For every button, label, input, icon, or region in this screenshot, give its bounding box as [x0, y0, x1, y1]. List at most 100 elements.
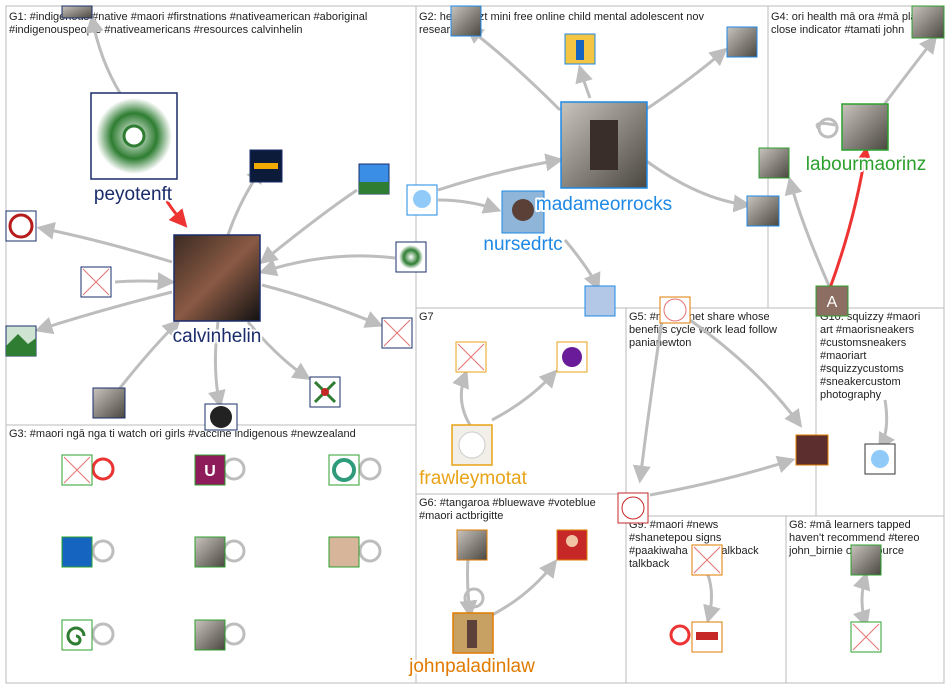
edge [649, 455, 796, 497]
group-label-g8-line3: john_birnie ori resource [788, 545, 904, 557]
node-g1-two-men[interactable] [92, 387, 126, 419]
node-g3-man[interactable] [194, 536, 226, 568]
node-g3-man-2[interactable] [194, 619, 226, 651]
group-label-g9-line1: G9: #maori #news [629, 519, 719, 531]
group-label-g10-line4: #maoriart [820, 350, 866, 362]
node-calvinhelin[interactable] [173, 234, 261, 322]
node-nursedrtc[interactable] [501, 190, 545, 234]
nodes: A U [5, 5, 945, 654]
node-g2-cartoon[interactable] [564, 33, 596, 65]
node-frawleymotat[interactable] [451, 424, 493, 466]
edge [85, 14, 122, 94]
node-labourmaorinz[interactable] [841, 103, 889, 151]
node-g3-koru[interactable] [61, 619, 93, 651]
node-g3-blue-swirl[interactable] [61, 536, 93, 568]
node-g1-badge-left[interactable] [5, 210, 37, 242]
node-g8-broken[interactable] [850, 621, 882, 653]
group-label-g5-line3: panianewton [629, 337, 691, 349]
group-label-g9-line2: #shanetepou signs [629, 532, 722, 544]
node-g2-top-photo[interactable] [450, 5, 482, 37]
group-label-g10-line6: #sneakercustom [820, 376, 901, 388]
edge [246, 321, 312, 380]
node-g1-emblem[interactable] [309, 376, 341, 408]
node-g1-round-badge[interactable] [204, 403, 238, 431]
group-label-g10-line7: photography [820, 389, 882, 401]
edge [644, 47, 728, 112]
node-g2-street-photo[interactable] [746, 195, 780, 227]
label-madameorrocks: madameorrocks [536, 194, 672, 215]
label-calvinhelin: calvinhelin [173, 326, 262, 347]
edge [644, 158, 752, 213]
node-g3-ring-logo[interactable] [328, 454, 360, 486]
node-g7-logo[interactable] [556, 341, 588, 373]
edge [878, 35, 938, 111]
edge-red [161, 194, 188, 228]
edge-red [828, 146, 873, 289]
group-label-g8-line1: G8: #mā learners tapped [789, 519, 911, 531]
edge [261, 283, 384, 328]
node-broken-image-1[interactable] [80, 266, 112, 298]
group-label-g2-line1: G2: health nzt mini free online child me… [419, 11, 704, 23]
node-g2-man-portrait[interactable] [726, 26, 758, 58]
label-nursedrtc: nursedrtc [483, 234, 562, 255]
edge [491, 369, 558, 422]
edge [689, 318, 803, 428]
edge [465, 25, 562, 112]
node-g4-top-right[interactable] [911, 5, 945, 39]
node-madameorrocks[interactable] [560, 101, 648, 189]
node-g10-letter-a-text: A [827, 294, 838, 311]
node-g4-suited-man[interactable] [758, 147, 790, 179]
node-johnpaladinlaw[interactable] [452, 612, 494, 654]
label-peyotenft: peyotenft [94, 184, 173, 205]
node-g7-broken[interactable] [455, 341, 487, 373]
node-g6-woman[interactable] [556, 529, 588, 561]
group-label-g9-line4: talkback [629, 558, 670, 570]
group-label-g4-line2: close indicator #tamati john [771, 24, 904, 36]
node-broken-image-2[interactable] [381, 317, 413, 349]
label-johnpaladinlaw: johnpaladinlaw [408, 656, 535, 677]
node-g1-lake[interactable] [5, 325, 37, 357]
node-g5-mist-photo[interactable] [795, 434, 829, 466]
node-g1-top-photo[interactable] [61, 5, 93, 19]
group-label-g3-line1: G3: #maori ngā nga ti watch ori girls #v… [9, 428, 356, 440]
node-g5-circle-logo[interactable] [659, 296, 691, 324]
edge [34, 290, 173, 335]
node-g10-letter-a[interactable]: A [815, 285, 849, 317]
red-edges [161, 146, 873, 289]
edge [853, 571, 871, 629]
self-loops-red [91, 457, 691, 646]
edge [575, 64, 593, 99]
group-label-g10-line3: #customsneakers [820, 337, 907, 349]
node-forum-logo[interactable] [249, 149, 283, 183]
group-label-g5-line1: G5: #mā planet share whose [629, 311, 770, 323]
node-g6-man[interactable] [456, 529, 488, 561]
node-labels: peyotenft calvinhelin madameorrocks nurs… [92, 152, 928, 679]
edge [36, 221, 173, 264]
group-label-g6-line1: G6: #tangaroa #bluewave #voteblue [419, 497, 596, 509]
edge [878, 399, 895, 452]
node-g9-broken[interactable] [691, 544, 723, 576]
node-g10-robot[interactable] [864, 443, 896, 475]
node-g2-kid[interactable] [584, 285, 616, 317]
edge [437, 153, 564, 192]
group-label-g10-line2: art #maorisneakers [820, 324, 915, 336]
node-g3-u-logo[interactable]: U [194, 454, 226, 486]
edge [114, 272, 176, 291]
node-g5-round-badge[interactable] [617, 492, 649, 524]
edge [632, 319, 664, 484]
node-g1-mandala-small[interactable] [395, 241, 427, 273]
node-g3-woman[interactable] [328, 536, 360, 568]
label-labourmaorinz: labourmaorinz [806, 154, 926, 175]
group-label-g10-line5: #squizzycustoms [820, 363, 904, 375]
node-g3-u-logo-text: U [204, 463, 216, 480]
node-g8-photo[interactable] [850, 544, 882, 576]
node-peyotenft[interactable] [90, 92, 178, 180]
node-g2-robot[interactable] [406, 184, 438, 216]
group-label-g6-line2: #maori actbrigitte [419, 510, 503, 522]
node-palm-trees[interactable] [358, 163, 390, 195]
edge [208, 321, 226, 409]
node-g9-waatea-logo[interactable] [691, 621, 723, 653]
node-g3-broken[interactable] [61, 454, 93, 486]
